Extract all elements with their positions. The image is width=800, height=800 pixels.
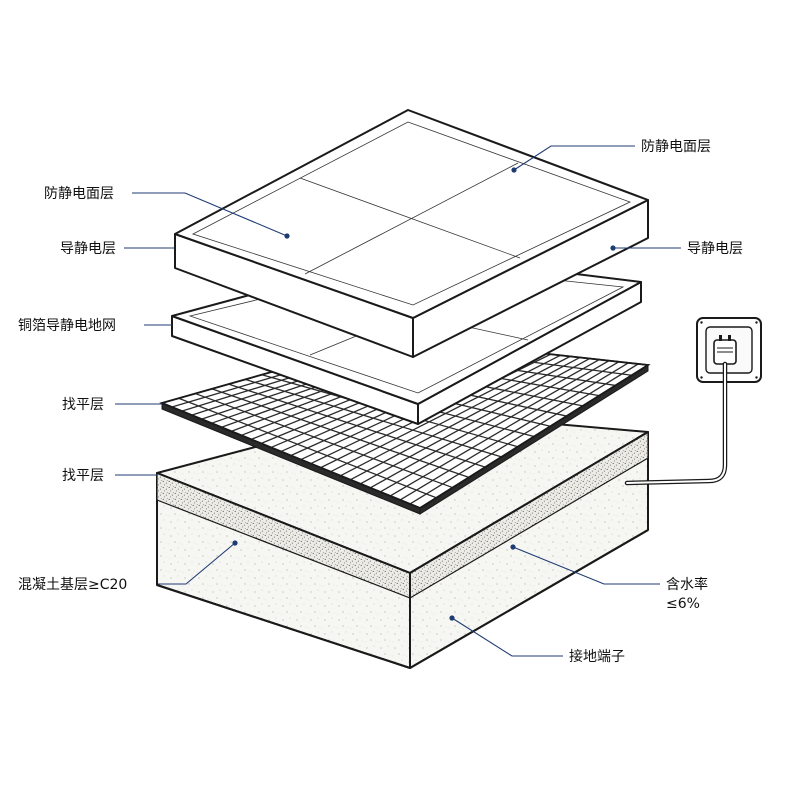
leader-lines [115, 145, 681, 657]
label-leveling-layer-1: 找平层 [62, 397, 104, 413]
label-antistatic-surface-left: 防静电面层 [44, 186, 114, 202]
mesh-line [195, 392, 453, 489]
grounding-socket [624, 317, 762, 486]
mesh-line [178, 397, 437, 499]
label-conductive-layer-right: 导静电层 [687, 241, 743, 257]
label-antistatic-surface-right: 防静电面层 [641, 139, 711, 155]
mesh-line [211, 388, 470, 478]
label-concrete-base: 混凝土基层≥C20 [18, 576, 127, 593]
label-leveling-layer-2: 找平层 [62, 468, 104, 484]
mesh-line [228, 383, 486, 468]
label-moisture-content: 含水率 [666, 576, 708, 593]
labels: 防静电面层 防静电面层 导静电层 导静电层 铜箔导静电地网 找平层 找平层 混凝… [18, 139, 743, 665]
label-conductive-layer-left: 导静电层 [60, 241, 116, 257]
label-copper-mesh: 铜箔导静电地网 [18, 318, 116, 334]
label-grounding-terminal: 接地端子 [569, 648, 625, 665]
concrete-base-block [156, 409, 649, 669]
antistatic-top-panel [174, 109, 649, 358]
label-moisture-value: ≤6% [666, 596, 700, 612]
mesh-line [245, 378, 502, 458]
